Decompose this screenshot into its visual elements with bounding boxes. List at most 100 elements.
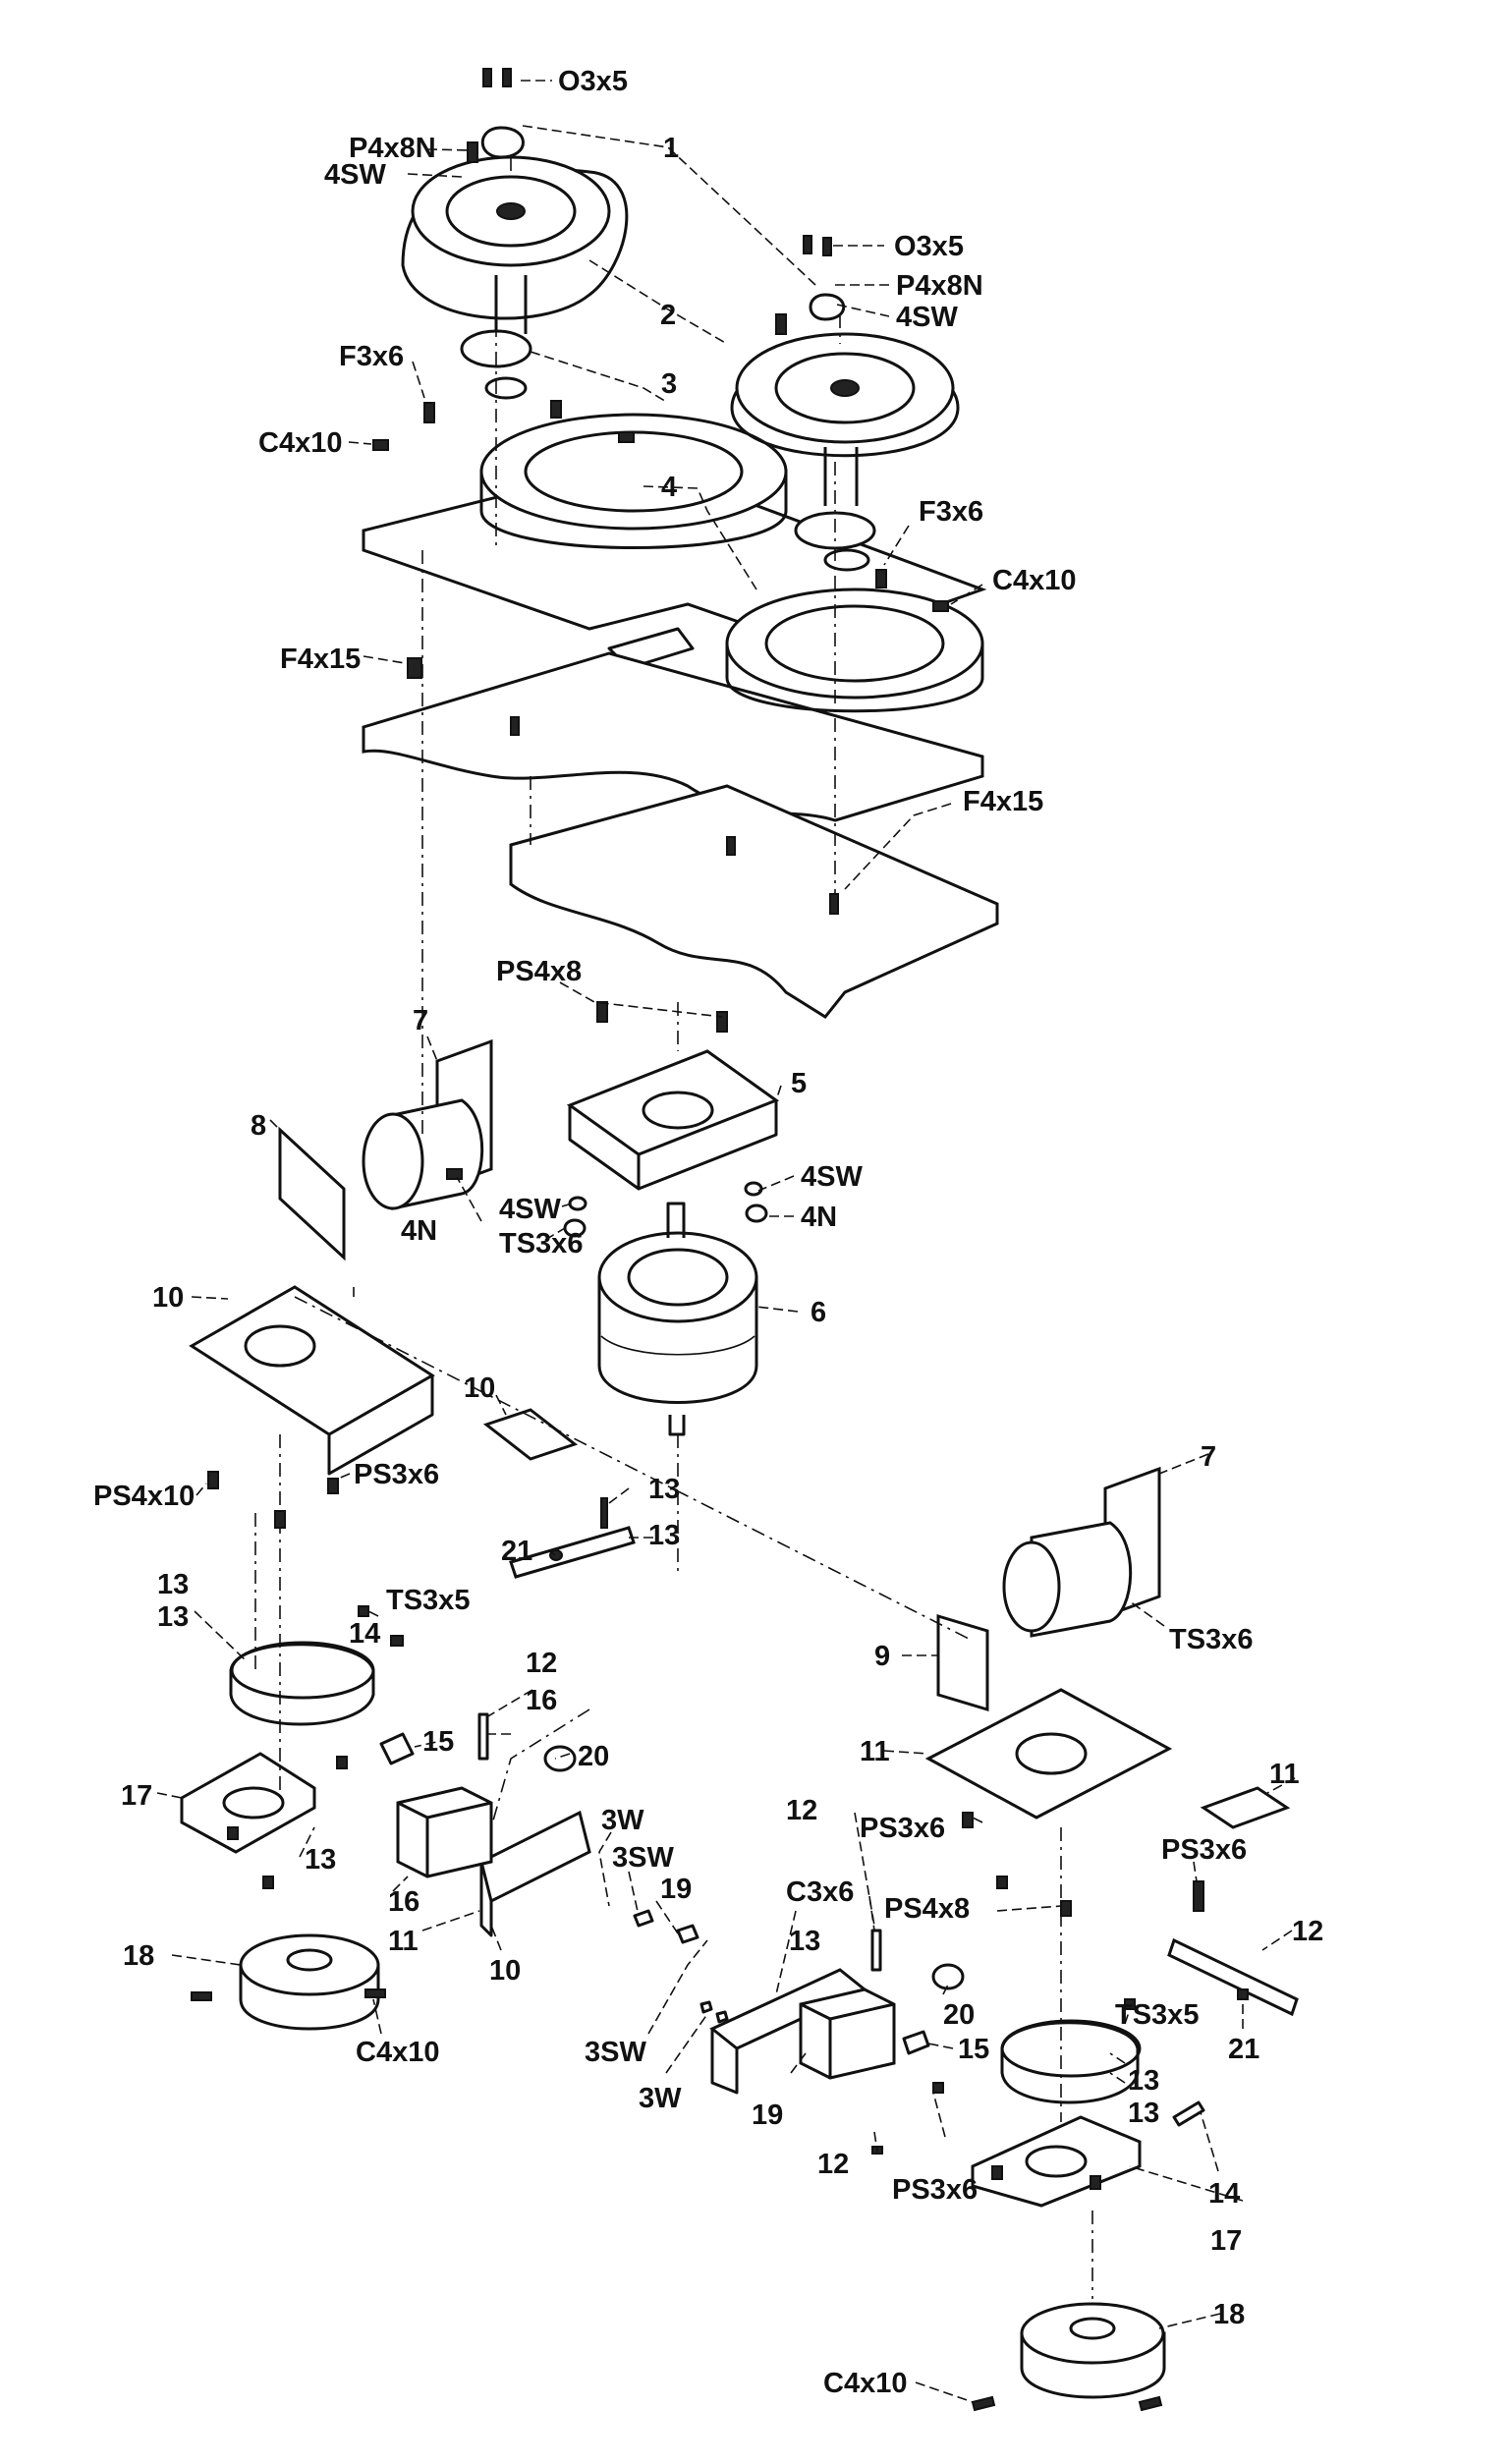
callout-label: 11 [388,1926,419,1957]
callout-label: 17 [1210,2225,1242,2257]
callout-label: 14 [349,1618,380,1650]
bracket-11-right [924,1688,1173,1820]
bracket-9 [936,1613,989,1712]
deck-plate-lower [509,784,999,1019]
callout-label: 10 [489,1955,521,1987]
pulley-20-right [931,1963,965,1990]
callout-label: 4SW [324,159,386,191]
callout-label: O3x5 [558,66,628,97]
callout-label: 16 [388,1886,419,1918]
solenoid-left [362,1038,493,1210]
callout-label: 18 [123,1940,154,1972]
callout-label: 18 [1213,2299,1245,2330]
callout-label: 13 [648,1474,680,1505]
callout-label: 4SW [896,302,958,333]
capstan-motor [597,1202,758,1436]
pulley-20-left [543,1745,577,1772]
callout-label: 13 [648,1520,680,1551]
brake-band-left [229,1526,636,1726]
callout-label: 21 [501,1536,532,1567]
callout-label: 14 [1208,2178,1240,2210]
callout-label: 9 [874,1641,890,1672]
callout-label: 19 [752,2100,783,2131]
callout-label: 20 [578,1741,609,1772]
callout-label: C4x10 [356,2037,439,2068]
callout-label: 8 [251,1110,266,1142]
callout-label: 13 [157,1601,189,1633]
brake-band-right [1000,1937,1299,2104]
bracket-10-left [189,1285,435,1476]
bracket-10-lower [479,1810,591,1937]
bracket-10-small [482,1408,579,1461]
callout-label: 3W [601,1805,644,1836]
solenoid-right [1002,1466,1161,1638]
callout-labels: O3x5 P4x8N 4SW 1 O3x5 P4x8N 4SW 2 F3x6 3… [93,66,1323,2399]
callout-label: 15 [422,1726,454,1758]
callout-label: PS4x10 [93,1481,195,1512]
callout-label: F4x15 [963,786,1043,817]
callout-label: 12 [786,1795,817,1826]
callout-label: F3x6 [339,341,404,372]
callout-label: 13 [305,1844,336,1876]
callout-label: C4x10 [258,427,342,459]
callout-label: 10 [152,1282,184,1314]
callout-label: 16 [526,1685,557,1716]
plunger-solenoid-left [396,1786,493,1878]
callout-label: O3x5 [894,231,964,262]
callout-label: PS4x8 [496,956,582,987]
callout-label: 17 [121,1780,152,1812]
callout-label: 5 [791,1068,807,1099]
reel-table-right [725,293,984,713]
callout-label: 12 [817,2149,849,2180]
callout-label: 11 [1269,1759,1300,1790]
callout-label: 1 [663,133,679,164]
callout-label: 20 [943,1999,975,2031]
callout-label: 4 [661,472,677,503]
callout-label: 4N [801,1202,837,1233]
callout-label: 13 [1128,2098,1159,2129]
callout-label: 3 [661,368,677,400]
bracket-8 [278,1126,346,1261]
callout-label: 13 [789,1926,820,1957]
callout-label: 12 [526,1648,557,1679]
flywheel-left [239,1933,380,2031]
callout-label: 13 [157,1569,189,1600]
bracket-11-small [1200,1786,1291,1829]
plunger-solenoid-right [799,1988,896,2080]
callout-label: TS3x5 [1115,1999,1199,2031]
callout-label: 15 [958,2034,989,2065]
callout-label: 21 [1228,2034,1259,2065]
callout-label: 7 [1201,1441,1216,1473]
callout-label: F3x6 [919,496,983,528]
callout-label: F4x15 [280,644,361,675]
callout-label: P4x8N [896,270,983,302]
leader-lines [156,80,1296,2403]
callout-label: PS4x8 [884,1893,970,1925]
callout-label: TS3x5 [386,1585,470,1616]
callout-label: 4N [401,1215,437,1247]
motor-bracket [566,1049,780,1191]
callout-label: 13 [1128,2065,1159,2097]
reel-table-left [401,126,788,549]
callout-label: C3x6 [786,1876,854,1908]
callout-label: 4SW [801,1161,863,1193]
screws-hardware [191,68,1249,2412]
callout-label: 2 [660,300,676,331]
callout-label: 7 [413,1005,428,1036]
base-plate-right [971,2115,1142,2208]
callout-label: C4x10 [823,2368,907,2399]
callout-label: 12 [1292,1916,1323,1947]
callout-label: TS3x6 [1169,1624,1253,1655]
flywheel-right [1020,2302,1166,2399]
deck-plate-middle [362,651,984,822]
callout-label: 11 [860,1736,890,1767]
assembly-axis-lines [254,157,1093,2299]
callout-label: TS3x6 [499,1228,583,1260]
callout-label: PS3x6 [860,1813,945,1844]
callout-label: PS3x6 [892,2174,978,2206]
callout-label: C4x10 [992,565,1076,596]
callout-label: PS3x6 [354,1459,439,1490]
callout-label: 6 [811,1297,826,1328]
callout-label: 3SW [585,2037,646,2068]
